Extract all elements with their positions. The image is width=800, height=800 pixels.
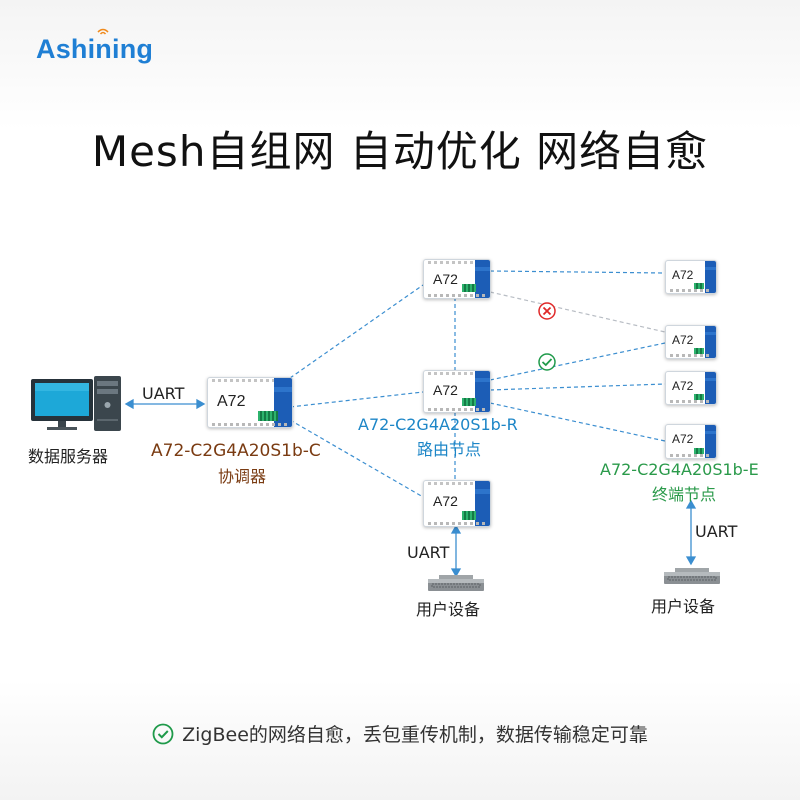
wifi-icon — [97, 28, 109, 35]
router-role: 路由节点 — [417, 440, 482, 459]
tower-icon — [94, 376, 121, 431]
link-coordinator-middle — [289, 391, 424, 408]
server-label: 数据服务器 — [28, 447, 109, 466]
router-module-middle-label: A72 — [433, 382, 458, 398]
endnode-module-2-label: A72 — [672, 333, 694, 347]
check-icon — [152, 723, 174, 745]
link-middle-e2 — [489, 342, 666, 381]
device-icon — [664, 568, 720, 584]
coordinator-module-label: A72 — [217, 393, 246, 410]
router-module-bottom[interactable]: A72 — [423, 480, 491, 527]
device-left-label: 用户设备 — [416, 600, 481, 619]
page-title: Mesh自组网 自动优化 网络自愈 — [91, 127, 709, 176]
device-icon — [428, 575, 484, 591]
device-right-uart-label: UART — [695, 522, 738, 541]
endnode-module-3-label: A72 — [672, 379, 694, 393]
endnode-module-3[interactable]: A72 — [665, 371, 717, 405]
endnode-role: 终端节点 — [652, 485, 717, 504]
router-module-middle[interactable]: A72 — [423, 370, 491, 413]
link-top-e1 — [489, 270, 666, 274]
router-module-top[interactable]: A72 — [423, 259, 491, 299]
endnode-module-4-label: A72 — [672, 432, 694, 446]
coordinator-role: 协调器 — [218, 467, 267, 486]
link-middle-e3 — [489, 383, 666, 391]
endnode-module-1[interactable]: A72 — [665, 260, 717, 294]
router-module-top-label: A72 — [433, 271, 458, 287]
server-uart-label: UART — [142, 384, 185, 403]
link-coordinator-bottom — [289, 419, 424, 498]
footer: ZigBee的网络自愈，丢包重传机制，数据传输稳定可靠 — [0, 720, 800, 747]
device-left-uart-label: UART — [407, 543, 450, 562]
error-icon — [538, 302, 556, 320]
link-top-e2-broken — [489, 291, 666, 333]
device-right-label: 用户设备 — [651, 597, 716, 616]
logo: Ashining — [36, 34, 154, 64]
endnode-model: A72-C2G4A20S1b-E — [600, 460, 759, 479]
router-model: A72-C2G4A20S1b-R — [358, 415, 518, 434]
link-coordinator-top — [289, 284, 424, 379]
link-middle-e4 — [489, 402, 666, 442]
endnode-module-4[interactable]: A72 — [665, 424, 717, 459]
router-module-bottom-label: A72 — [433, 493, 458, 509]
computer-icon — [31, 379, 93, 430]
coordinator-module[interactable]: A72 — [207, 377, 293, 428]
footer-text: ZigBee的网络自愈，丢包重传机制，数据传输稳定可靠 — [182, 724, 648, 746]
endnode-module-2[interactable]: A72 — [665, 325, 717, 359]
check-icon — [538, 353, 556, 371]
coordinator-model: A72-C2G4A20S1b-C — [151, 441, 321, 461]
endnode-module-1-label: A72 — [672, 268, 694, 282]
